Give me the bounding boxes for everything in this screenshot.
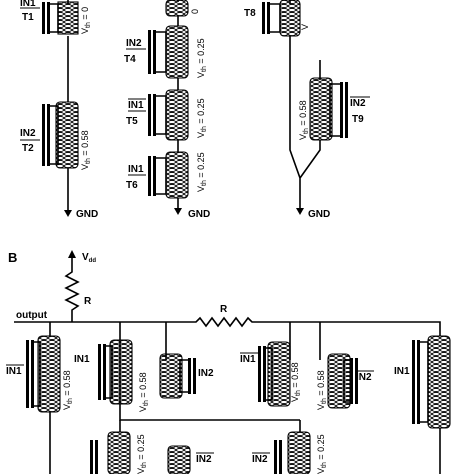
t9-label: T9 <box>352 114 364 125</box>
b1-vth: Vth = 0.58 <box>62 370 74 410</box>
panel-b-label: B <box>8 250 17 265</box>
transistor-b1: IN1 Vth = 0.58 <box>6 335 74 413</box>
t2-vth: Vth = 0.58 <box>80 130 92 170</box>
t4-in-label: IN2 <box>126 38 142 49</box>
transistor-t2: IN2 T2 Vth = 0.58 <box>20 101 92 170</box>
b5-vth: Vth = 0.58 <box>316 370 328 410</box>
t9-in-label: IN2 <box>350 98 366 109</box>
panel-b: B Vdd R output R IN1 Vth = 0.58 <box>6 250 451 474</box>
t1-vth: Vth = 0 <box>80 7 92 34</box>
t5-in-label: IN1 <box>128 100 144 111</box>
output-label: output <box>16 310 48 321</box>
coil-b1 <box>37 335 61 413</box>
coil-b5 <box>327 353 351 409</box>
transistor-t5: IN1 T5 Vth = 0.25 <box>126 89 208 141</box>
output-rail <box>14 316 441 336</box>
t8-label: T8 <box>244 8 256 19</box>
left-chain: GND IN1 T1 Vth = 0 IN2 <box>20 0 98 220</box>
transistor-t9: IN2 T9 Vth = 0.58 <box>298 77 370 141</box>
svg-text:V: V <box>300 24 310 30</box>
t1-label: T1 <box>22 12 34 23</box>
b2-vth: Vth = 0.58 <box>138 372 150 412</box>
t5-label: T5 <box>126 116 138 127</box>
coil-b6 <box>427 335 451 429</box>
coil-partial-top <box>165 0 189 17</box>
b6-in-label: IN1 <box>394 366 410 377</box>
b3-in-label: IN2 <box>198 368 214 379</box>
coil-t9 <box>309 77 333 141</box>
vdd-arrow <box>68 250 76 258</box>
svg-text:0: 0 <box>190 9 200 14</box>
coil-t1 <box>57 1 79 35</box>
coil-t5 <box>165 89 189 141</box>
vdd-label: Vdd <box>82 252 96 264</box>
coil-t2 <box>55 101 79 169</box>
gnd-arrow-right <box>296 208 304 215</box>
transistor-t4: IN2 T4 Vth = 0.25 <box>124 25 208 79</box>
gnd-label-right: GND <box>308 209 330 220</box>
transistor-b2: IN1 Vth = 0.58 <box>74 339 150 412</box>
b5-in-label: IN2 <box>356 372 372 383</box>
coil-t8 <box>279 0 301 37</box>
coil-b8 <box>167 445 191 474</box>
transistor-t1: IN1 T1 Vth = 0 <box>20 0 92 35</box>
b9-vth: Vth = 0.25 <box>316 434 328 474</box>
t4-vth: Vth = 0.25 <box>196 38 208 78</box>
t6-in-label: IN1 <box>128 164 144 175</box>
b4-vth: Vth = 0.58 <box>290 362 302 402</box>
transistor-b5: IN2 Vth = 0.58 <box>316 353 374 410</box>
gnd-label-middle: GND <box>188 209 210 220</box>
t4-label: T4 <box>124 54 136 65</box>
t9-vth: Vth = 0.58 <box>298 100 310 140</box>
transistor-b3: IN2 <box>159 353 214 399</box>
t1-in-label: IN1 <box>20 0 36 9</box>
b9-in-label: IN2 <box>252 454 268 465</box>
t6-vth: Vth = 0.25 <box>196 152 208 192</box>
t5-vth: Vth = 0.25 <box>196 98 208 138</box>
b7-vth: Vth = 0.25 <box>136 434 148 474</box>
transistor-b4: IN1 Vth = 0.58 <box>240 341 302 407</box>
transistor-t8: T8 V <box>244 0 310 37</box>
panel-a: GND IN1 T1 Vth = 0 IN2 <box>20 0 370 220</box>
gnd-arrow-middle <box>174 208 182 215</box>
coil-b2 <box>109 339 133 405</box>
t2-label: T2 <box>22 143 34 154</box>
coil-b9 <box>287 431 311 474</box>
t6-label: T6 <box>126 180 138 191</box>
b2-in-label: IN1 <box>74 354 90 365</box>
bottom-row: Vth = 0.25 IN2 IN2 Vth = 0.25 <box>49 412 328 474</box>
b8-in-label: IN2 <box>196 454 212 465</box>
b4-in-label: IN1 <box>240 354 256 365</box>
resistor-series-label: R <box>220 304 228 315</box>
coil-t6 <box>165 151 189 199</box>
gnd-label-left: GND <box>76 209 98 220</box>
coil-b4 <box>267 341 291 407</box>
coil-b7 <box>107 431 131 474</box>
right-network: GND T8 V IN2 T9 <box>244 0 370 220</box>
coil-t4 <box>165 25 189 79</box>
resistor-vdd <box>64 258 80 322</box>
middle-chain: GND 0 IN2 T4 Vth = 0.25 <box>124 0 210 220</box>
b1-in-label: IN1 <box>6 366 22 377</box>
transistor-b6: IN1 <box>394 335 451 474</box>
t2-in-label: IN2 <box>20 128 36 139</box>
transistor-t6: IN1 T6 Vth = 0.25 <box>126 151 208 199</box>
resistor-vdd-label: R <box>84 296 92 307</box>
gnd-arrow-left <box>64 210 72 217</box>
coil-b3 <box>159 353 183 399</box>
